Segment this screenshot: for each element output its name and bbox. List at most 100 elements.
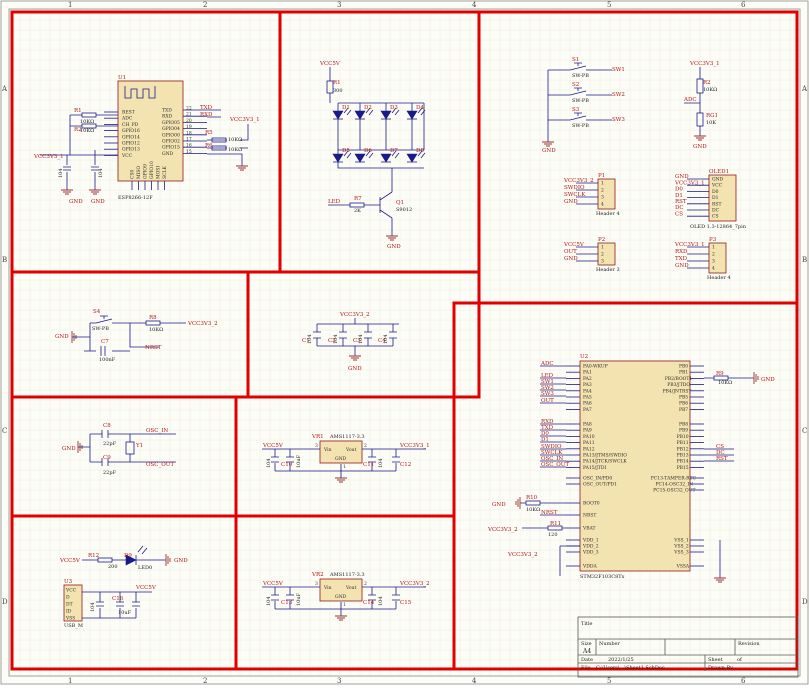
usb-pin-label: ID: [66, 609, 72, 615]
tb-sheet: Sheet: [708, 657, 723, 663]
sw-ref: S1: [572, 57, 579, 63]
stm-left-pin-label: PA1: [583, 370, 592, 376]
header-pin-label: 1: [601, 245, 604, 251]
zone-row-left: D: [2, 598, 8, 606]
sw-type: SW-PB: [572, 98, 589, 104]
stm-left-pin-label: VBAT: [582, 526, 596, 532]
esp-left-pin-label: CH_PD: [122, 122, 139, 128]
header-pin-label: CS: [712, 214, 719, 220]
stm-right-pin-label: VSS_1: [673, 538, 689, 544]
header-net: VCC5V: [563, 242, 585, 248]
osc-crystal: [125, 441, 135, 455]
reg-cap: [286, 594, 294, 601]
header-pin-label: 2: [712, 252, 715, 258]
sw-type: SW-PB: [572, 73, 589, 79]
esp-right-pin-number: 21: [186, 112, 192, 118]
header-net: D1: [675, 193, 683, 199]
esp-right-pin-number: 22: [186, 106, 192, 112]
reset-vcc: VCC3V3_2: [187, 321, 218, 327]
esp-bottom-pin-label: SCLK: [162, 165, 168, 179]
stm-right-pin-label: PB3/JTDO: [667, 382, 690, 388]
zone-col-bottom: 2: [203, 677, 207, 685]
stm-left-pin-label: PA11: [583, 440, 595, 446]
osc-c9-value: 22pF: [103, 470, 117, 476]
led-diode-icon: [354, 110, 366, 120]
stm-left-net: SW3: [541, 391, 554, 397]
stm-left-pin-label: PA3: [583, 382, 592, 388]
stm-right-pin-label: VSS_3: [673, 550, 689, 556]
stm-vbat-net: VCC3V3_2: [487, 527, 518, 533]
header-net: RST: [675, 199, 687, 205]
stm-left-pin-label: PA15/JTDI: [583, 465, 607, 471]
reg-vout: Vout: [345, 585, 356, 591]
zone-col-top: 5: [607, 1, 611, 9]
decoup-gnd-symbol: [349, 355, 361, 361]
esp-left-pin-label: GPIO16: [122, 128, 140, 134]
led-diode-icon: [332, 153, 344, 163]
reg-cap: [286, 456, 294, 463]
stm-left-net: OSC_OUT: [541, 462, 569, 468]
stm-left-pin-label: PA7: [583, 407, 592, 413]
sw-button-icon: [569, 112, 587, 121]
header-pin-label: DC: [712, 208, 720, 214]
stm32-mcu: U2 PA0-WKUPPA1PA2PA3PA4PA5PA6PA7PA8PA9PA…: [487, 354, 775, 583]
stm-left-net: LED: [541, 373, 554, 379]
stm-left-pin-label: OSC_OUT/PD1: [583, 482, 617, 488]
osc-c8-value: 22pF: [103, 441, 117, 447]
tb-size: Size: [581, 641, 592, 647]
stm-left-net: OSC_IN: [541, 456, 563, 462]
header-net: VCC3V3_2: [563, 178, 594, 184]
reg-gnd-pin: GND: [335, 456, 347, 462]
stm-left-net: RXD: [541, 419, 554, 425]
esp-left-pin-label: GPIO13: [122, 147, 140, 153]
led-ref: D1: [342, 105, 350, 111]
zone-row-right: A: [801, 85, 808, 93]
pwrled-led-name: LED0: [138, 565, 152, 571]
led-ref: D5: [342, 148, 350, 154]
reg-name: AMS1117-3.3: [329, 572, 365, 578]
reg-cap-ref: C13: [281, 600, 293, 606]
led-r7-value: 2K: [354, 208, 361, 214]
p3-name: Header 4: [707, 275, 731, 281]
led-q1: [379, 191, 393, 236]
reg-cap-ref: C12: [400, 462, 411, 468]
decoup-gnd: GND: [348, 366, 362, 372]
sw-ref: S2: [572, 82, 579, 88]
adc-gnd-symbol: [694, 135, 706, 141]
led-matrix-wires: [329, 67, 425, 192]
stm-vdd-wires: [559, 545, 580, 576]
stm-right-pin-label: PB7: [679, 407, 688, 413]
decoup-vcc: VCC3V3_2: [339, 312, 370, 318]
esp-r6-ref: R6: [205, 143, 213, 149]
decoup-cap-ref: C3: [353, 338, 361, 344]
esp-right-pin-label: TXD: [162, 108, 172, 114]
sw-type: SW-PB: [572, 123, 589, 129]
pwrled-gnd: GND: [174, 558, 188, 564]
esp-rxd-net: RXD: [200, 112, 213, 118]
usb-cap-0: C16: [112, 596, 124, 602]
usb-pin-label: D: [66, 595, 70, 601]
esp-ref: U1: [118, 75, 126, 81]
esp-r1: [81, 112, 97, 118]
usb-cap-1: 104: [90, 602, 96, 612]
reset-gnd: GND: [55, 334, 69, 340]
usb-pin-label: VCC: [65, 588, 77, 594]
panel-usb: [10, 514, 238, 671]
stm-left-net: SWDIO: [541, 444, 562, 450]
esp-gnd-label-b: GND: [91, 199, 105, 205]
decoup-wires: [316, 318, 399, 356]
pwrled-r12: [97, 557, 113, 563]
esp-r5-ref: R5: [205, 130, 213, 136]
header-net: OUT: [564, 249, 577, 255]
decoup-cap-ref: C1: [302, 338, 310, 344]
decoup-cap-value: 104: [307, 334, 313, 344]
tb-of: of: [737, 657, 743, 663]
led-emission-icon: [417, 150, 426, 159]
led-emission-icon: [343, 107, 352, 116]
